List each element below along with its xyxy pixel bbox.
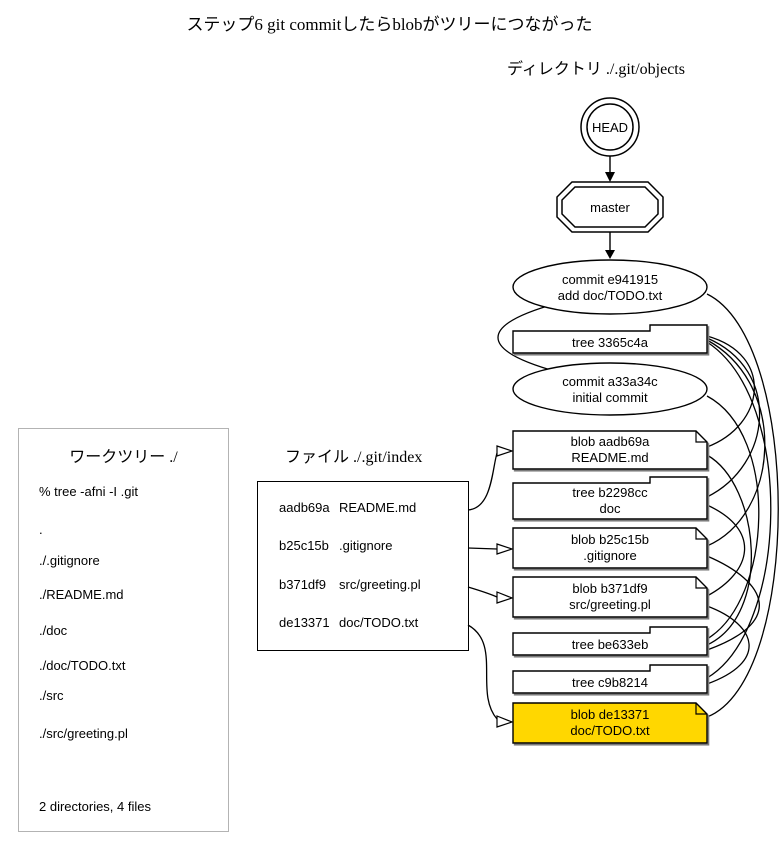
node-blob-b25c15b-line1: blob b25c15b <box>571 532 649 547</box>
worktree-line: % tree -afni -I .git <box>39 484 138 499</box>
node-master-outer <box>556 181 664 233</box>
node-tree-b2298cc-line1: tree b2298cc <box>572 485 648 500</box>
node-blob-de13371-line1: blob de13371 <box>571 707 650 722</box>
worktree-line: ./doc/TODO.txt <box>39 658 126 673</box>
index-entry-hash: b371df9 <box>279 577 326 592</box>
worktree-box: ワークツリー ./ % tree -afni -I .git . ./.giti… <box>18 428 229 832</box>
index-file-label: ファイル ./.git/index <box>285 449 423 466</box>
node-blob-de13371-shape <box>512 702 708 744</box>
node-blob-b25c15b-shape <box>512 527 708 569</box>
node-head-label: HEAD <box>592 120 628 135</box>
edge-index-de13371 <box>467 624 498 720</box>
node-commit-e941915-line2: add doc/TODO.txt <box>558 288 663 303</box>
index-entry-hash: de13371 <box>279 615 330 630</box>
node-tree-c9b8214-shape <box>512 664 708 694</box>
worktree-line: . <box>39 522 43 537</box>
worktree-line: ./src/greeting.pl <box>39 726 128 741</box>
note-fold-icon <box>695 431 707 443</box>
node-tree-3365c4a-shape <box>512 324 708 354</box>
node-blob-b25c15b-line2: .gitignore <box>583 548 636 563</box>
edge-index-b371df9 <box>467 586 498 598</box>
worktree-title: ワークツリー ./ <box>69 449 178 466</box>
node-tree-c9b8214-line1: tree c9b8214 <box>572 675 648 690</box>
node-head-inner-ring <box>586 103 634 151</box>
node-blob-aadb69a: blob aadb69a README.md <box>512 430 708 470</box>
node-tree-3365c4a-line1: tree 3365c4a <box>572 335 649 350</box>
node-commit-e941915-line1: commit e941915 <box>562 272 658 287</box>
node-master-label: master <box>590 200 630 215</box>
worktree-line: ./src <box>39 688 64 703</box>
edge-tree3365-blob-b25c15b <box>706 339 766 547</box>
note-fold-icon <box>695 703 707 715</box>
node-commit-a33a34c: commit a33a34c initial commit <box>512 362 708 416</box>
edge-tree-be633eb-blob-aadb69a <box>706 454 753 646</box>
objects-directory-label: ディレクトリ ./.git/objects <box>507 61 685 78</box>
edge-tree3365-tree-b2298cc <box>706 337 761 498</box>
arrowhead-icon <box>605 250 615 259</box>
worktree-line: ./README.md <box>39 587 124 602</box>
node-tree-be633eb-line1: tree be633eb <box>572 637 649 652</box>
edge-tree-b2298cc-blob-b371df9 <box>706 504 746 597</box>
edge-commit-parent <box>497 302 559 373</box>
worktree-line: ./doc <box>39 623 68 638</box>
index-entry-hash: aadb69a <box>279 500 330 515</box>
node-tree-be633eb-shape <box>512 626 708 656</box>
node-master: master <box>556 181 664 233</box>
edge-commit-e941915-de13371 <box>706 293 779 718</box>
edge-index-aadb69a <box>467 452 498 511</box>
node-commit-a33a34c-line2: initial commit <box>572 390 648 405</box>
node-blob-b371df9-shape <box>512 576 708 618</box>
index-entry-path: .gitignore <box>339 538 393 553</box>
edge-commit-a33a34c-tree-be633eb <box>706 395 760 640</box>
node-tree-b2298cc-shape <box>512 476 708 520</box>
node-blob-de13371-line2: doc/TODO.txt <box>570 723 650 738</box>
edge-index-b25c15b <box>467 547 498 550</box>
open-arrowhead-icon <box>496 715 514 728</box>
node-blob-aadb69a-line2: README.md <box>571 450 648 465</box>
node-blob-b371df9-line2: src/greeting.pl <box>569 597 651 612</box>
node-tree-c9b8214: tree c9b8214 <box>512 664 708 694</box>
node-master-inner <box>561 186 659 228</box>
node-tree-be633eb: tree be633eb <box>512 626 708 656</box>
edge-tree-c9b8214-blob-b371df9 <box>706 605 750 685</box>
open-arrowhead-icon <box>496 543 514 555</box>
node-tree-3365c4a: tree 3365c4a <box>512 324 708 354</box>
note-fold-icon <box>695 577 707 589</box>
node-blob-de13371: blob de13371 doc/TODO.txt <box>512 702 708 744</box>
index-box: aadb69a README.md b25c15b .gitignore b37… <box>257 481 469 651</box>
node-commit-a33a34c-line1: commit a33a34c <box>562 374 658 389</box>
node-blob-aadb69a-shape <box>512 430 708 470</box>
worktree-summary: 2 directories, 4 files <box>39 799 151 814</box>
note-fold-icon <box>695 528 707 540</box>
edge-tree-be633eb-blob-b25c15b <box>706 555 760 651</box>
node-blob-b25c15b: blob b25c15b .gitignore <box>512 527 708 569</box>
node-tree-b2298cc: tree b2298cc doc <box>512 476 708 520</box>
index-entry-path: doc/TODO.txt <box>339 615 419 630</box>
edge-tree3365-tree-c9b8214 <box>706 341 772 679</box>
page-title: ステップ6 git commitしたらblobがツリーにつながった <box>186 15 593 34</box>
node-blob-b371df9: blob b371df9 src/greeting.pl <box>512 576 708 618</box>
edge-tree3365-blob-aadb69a <box>706 335 755 448</box>
node-blob-aadb69a-line1: blob aadb69a <box>571 434 651 449</box>
open-arrowhead-icon <box>496 591 514 604</box>
node-tree-b2298cc-line2: doc <box>600 501 621 516</box>
index-entry-path: src/greeting.pl <box>339 577 421 592</box>
index-entry-path: README.md <box>339 500 417 515</box>
node-commit-a33a34c-shape <box>512 362 708 416</box>
node-blob-b371df9-line1: blob b371df9 <box>572 581 647 596</box>
node-head: HEAD <box>580 97 640 157</box>
index-entry-hash: b25c15b <box>279 538 329 553</box>
node-commit-e941915: commit e941915 add doc/TODO.txt <box>512 259 708 315</box>
open-arrowhead-icon <box>496 445 514 457</box>
arrowhead-icon <box>605 172 615 182</box>
node-commit-e941915-shape <box>512 259 708 315</box>
node-head-outer-ring <box>580 97 640 157</box>
worktree-line: ./.gitignore <box>39 553 100 568</box>
